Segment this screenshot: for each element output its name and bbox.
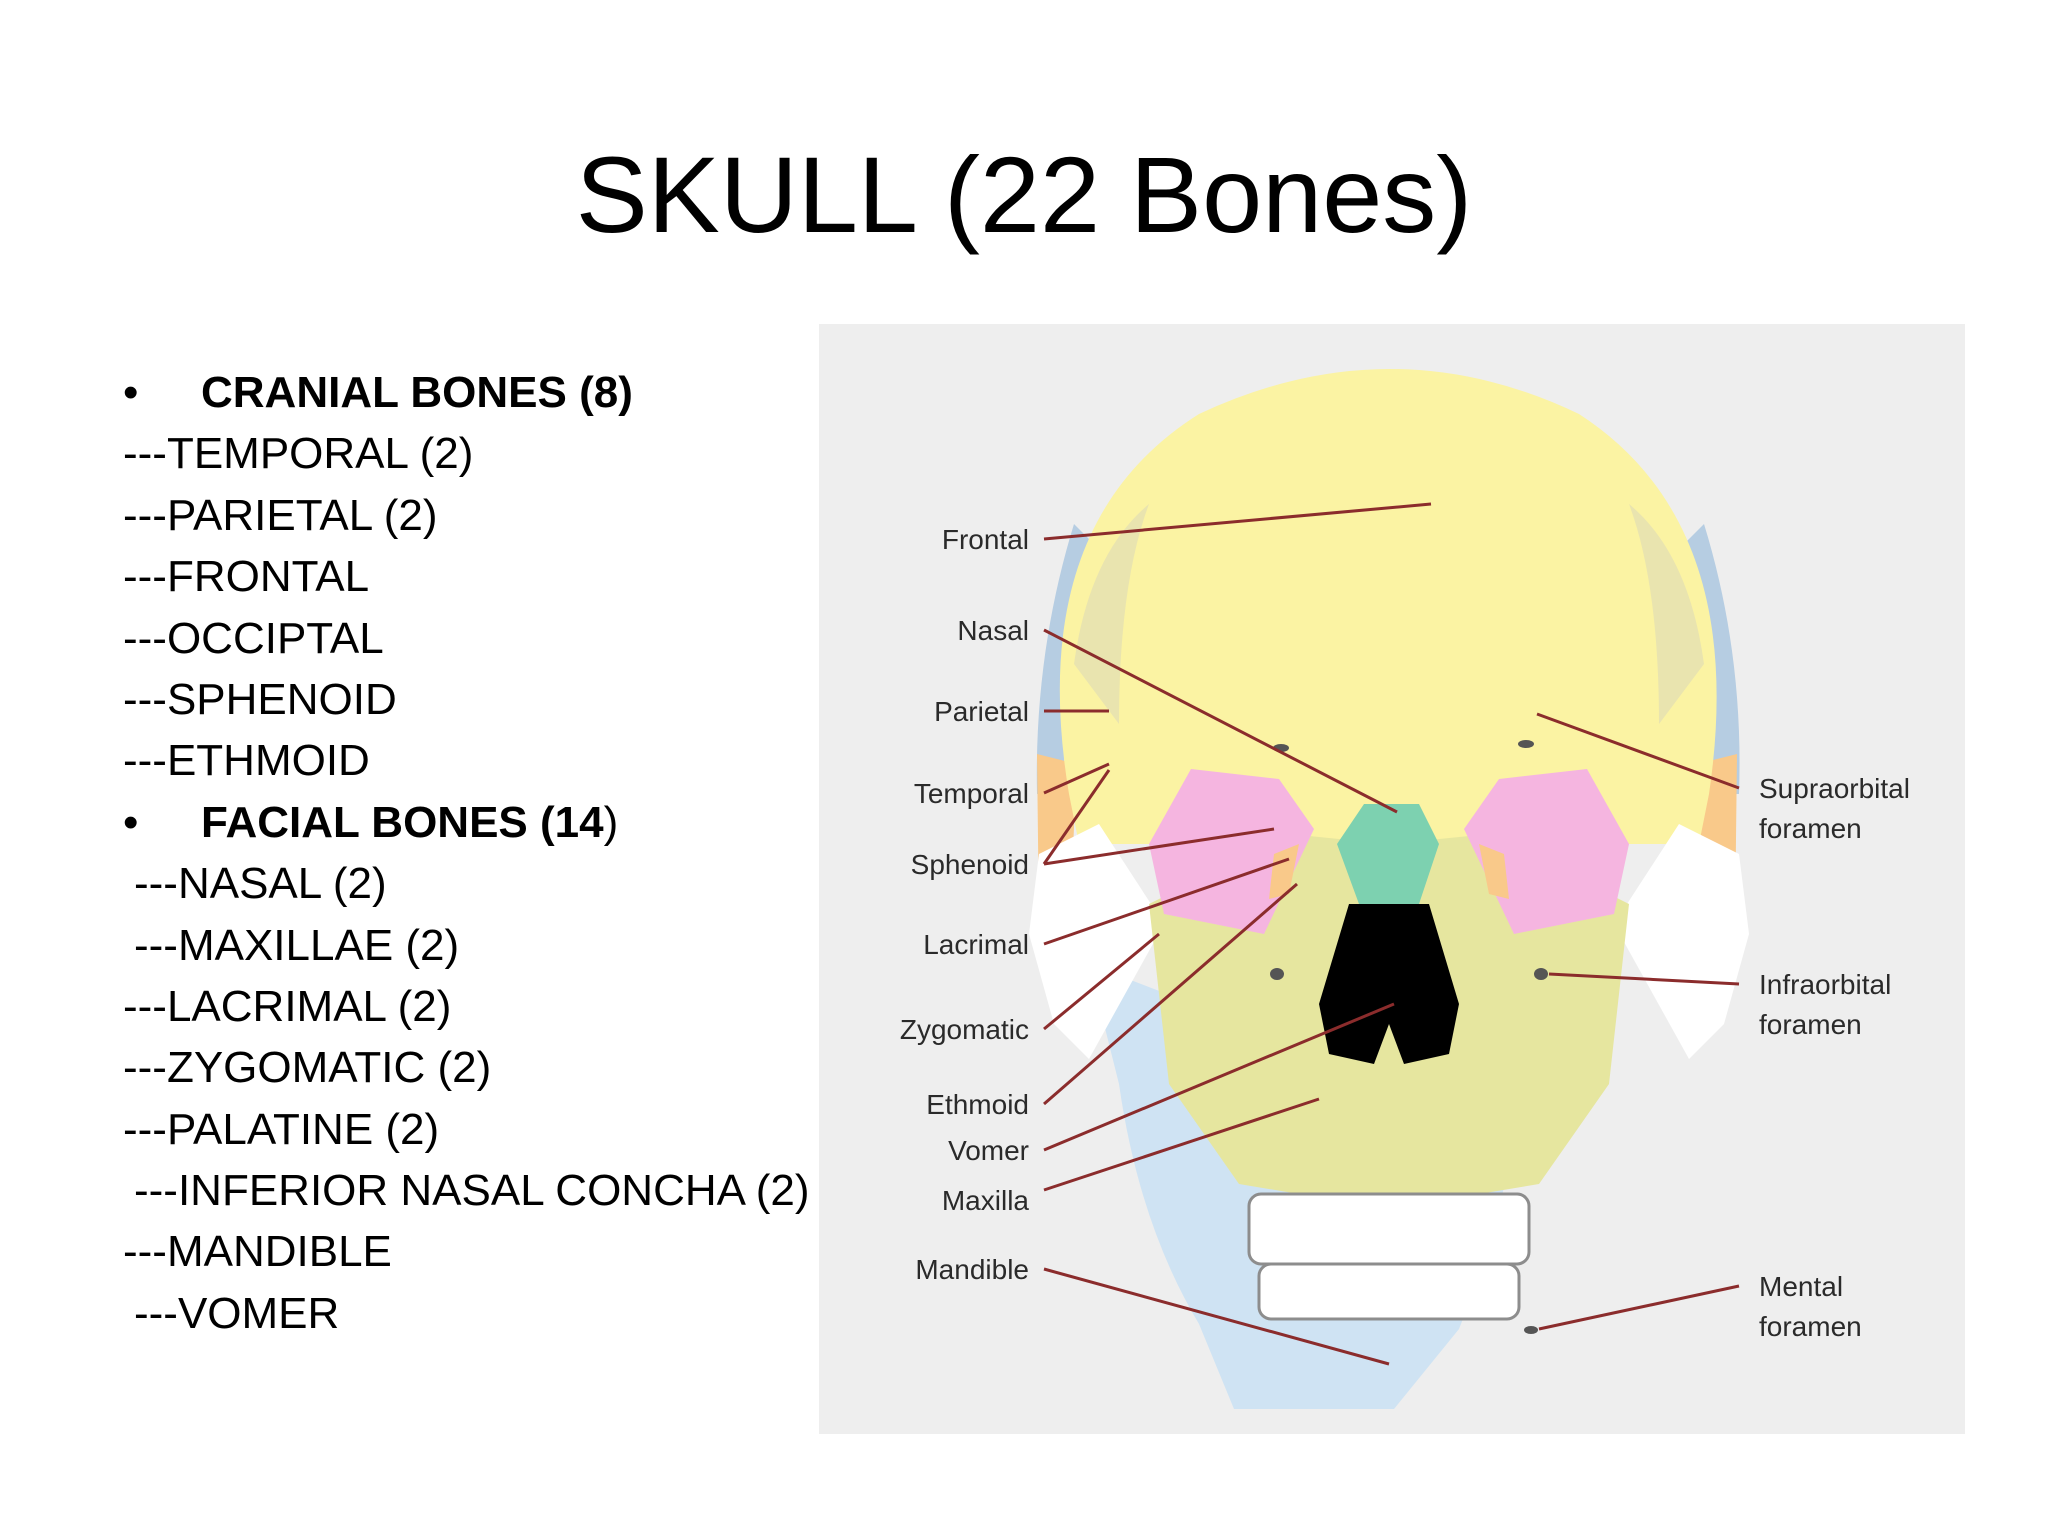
label-supraorbital-2: foramen	[1759, 813, 1862, 844]
list-item-zygomatic: ---ZYGOMATIC (2)	[123, 1043, 492, 1093]
label-nasal: Nasal	[957, 615, 1029, 646]
upper-teeth	[1247, 1192, 1531, 1266]
list-item-frontal: ---FRONTAL	[123, 552, 370, 602]
list-item-parietal: ---PARIETAL (2)	[123, 490, 438, 540]
bullet: •	[123, 368, 139, 417]
cranial-heading: • CRANIAL BONES (8)	[123, 362, 823, 423]
list-item-vomer: ---VOMER	[134, 1288, 340, 1338]
infraorbital-foramen-left	[1270, 968, 1284, 980]
frontal-shape	[1059, 369, 1717, 844]
leader-lines	[1042, 502, 1740, 1366]
list-item-temporal: ---TEMPORAL (2)	[123, 429, 474, 479]
facial-heading-paren: )	[603, 797, 619, 847]
facial-heading-text: FACIAL BONES (14	[201, 797, 604, 847]
skull-illustration: Frontal Nasal Parietal Temporal Sphenoid…	[900, 369, 1910, 1409]
list-item-mandible: ---MANDIBLE	[123, 1227, 392, 1277]
label-infraorbital-2: foramen	[1759, 1009, 1862, 1040]
mental-foramen	[1524, 1326, 1538, 1334]
label-supraorbital: Supraorbital	[1759, 773, 1910, 804]
list-item-maxillae: ---MAXILLAE (2)	[134, 920, 460, 970]
list-item-inferior-nasal-concha: ---INFERIOR NASAL CONCHA (2)	[134, 1166, 810, 1216]
cranium-shadow-left	[1074, 504, 1149, 724]
skull-diagram: Frontal Nasal Parietal Temporal Sphenoid…	[819, 324, 1965, 1434]
right-labels: Supraorbital foramen Infraorbital forame…	[1759, 773, 1910, 1342]
label-maxilla: Maxilla	[942, 1185, 1030, 1216]
label-zygomatic: Zygomatic	[900, 1014, 1029, 1045]
zygomatic-left-shape	[1029, 824, 1164, 1059]
zygomatic-right-shape	[1614, 824, 1749, 1059]
label-temporal: Temporal	[914, 778, 1029, 809]
list-item-lacrimal: ---LACRIMAL (2)	[123, 981, 452, 1031]
nasal-cavity-shape	[1319, 904, 1459, 1064]
label-infraorbital: Infraorbital	[1759, 969, 1891, 1000]
slide-title: SKULL (22 Bones)	[575, 134, 1473, 255]
label-mandible: Mandible	[915, 1254, 1029, 1285]
label-mental: Mental	[1759, 1271, 1843, 1302]
label-mental-2: foramen	[1759, 1311, 1862, 1342]
infraorbital-foramen-right	[1534, 968, 1548, 980]
bullet: •	[123, 797, 139, 847]
label-vomer: Vomer	[948, 1135, 1029, 1166]
supraorbital-foramen-right	[1518, 740, 1534, 748]
facial-heading: • FACIAL BONES (14)	[123, 792, 823, 853]
label-ethmoid: Ethmoid	[926, 1089, 1029, 1120]
list-item-palatine: ---PALATINE (2)	[123, 1104, 440, 1154]
bone-list: • CRANIAL BONES (8) ---TEMPORAL (2) ---P…	[123, 362, 823, 1344]
label-lacrimal: Lacrimal	[923, 929, 1029, 960]
list-item-ethmoid: ---ETHMOID	[123, 736, 370, 786]
list-item-sphenoid: ---SPHENOID	[123, 674, 397, 724]
label-parietal: Parietal	[934, 696, 1029, 727]
lacrimal-right-shape	[1479, 844, 1509, 899]
label-frontal: Frontal	[942, 524, 1029, 555]
lower-teeth	[1257, 1262, 1521, 1321]
cranium-shadow-right	[1629, 504, 1704, 724]
nasal-bone-shape	[1337, 804, 1439, 904]
cranial-heading-text: CRANIAL BONES (8)	[201, 368, 633, 417]
label-sphenoid: Sphenoid	[911, 849, 1029, 880]
list-item-nasal: ---NASAL (2)	[134, 859, 387, 909]
left-labels: Frontal Nasal Parietal Temporal Sphenoid…	[900, 524, 1030, 1285]
lacrimal-left-shape	[1269, 844, 1299, 899]
list-item-occiptal: ---OCCIPTAL	[123, 613, 384, 663]
